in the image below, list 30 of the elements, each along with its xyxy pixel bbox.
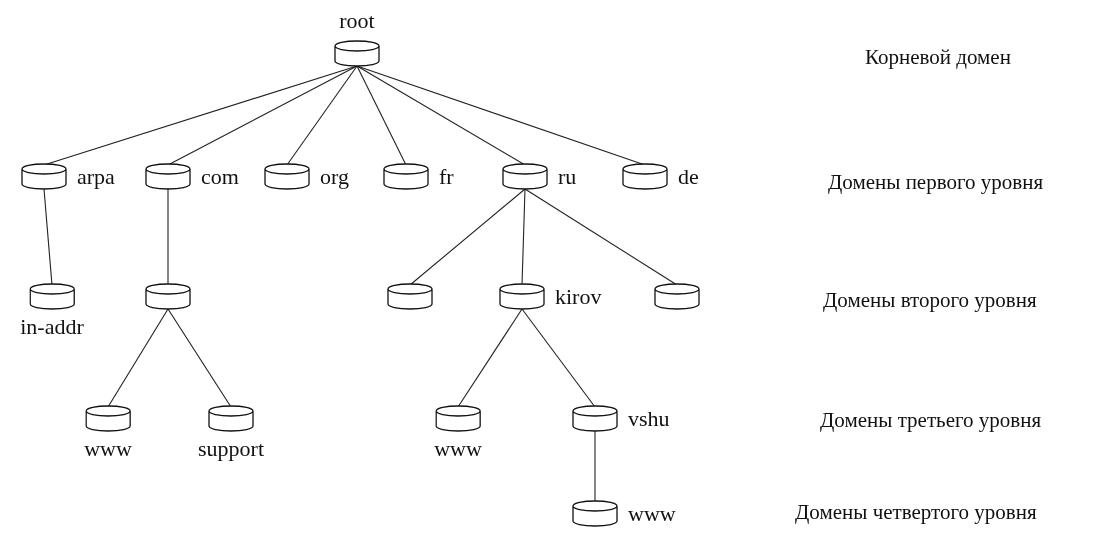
level-label: Корневой домен xyxy=(865,44,1011,71)
tree-line xyxy=(167,308,232,408)
tree-line xyxy=(457,308,523,408)
tree-line xyxy=(521,188,526,286)
domain-name: ru xyxy=(558,165,577,188)
level-label: Домены третьего уровня xyxy=(820,407,1042,434)
tree-line xyxy=(43,188,53,286)
domain-name: arpa xyxy=(77,165,115,188)
domain-name: support xyxy=(198,438,264,460)
level-label: Домены четвертого уровня xyxy=(795,499,1037,526)
tree-line xyxy=(409,188,526,286)
domain-name: kirov xyxy=(555,285,602,308)
domain-name: de xyxy=(678,165,699,188)
level-label: Домены первого уровня xyxy=(828,169,1044,196)
domain-name: root xyxy=(339,10,375,32)
tree-line xyxy=(107,308,169,408)
tree-line xyxy=(286,65,358,166)
domain-name: com xyxy=(201,165,239,188)
tree-line xyxy=(356,65,407,166)
domain-name: fr xyxy=(439,165,454,188)
domain-name: www xyxy=(628,502,676,525)
domain-name: www xyxy=(84,438,132,460)
domain-name: vshu xyxy=(628,407,670,430)
domain-name: www xyxy=(434,438,482,460)
tree-line xyxy=(167,188,169,286)
domain-name: org xyxy=(320,165,349,188)
tree-line xyxy=(594,430,596,503)
domain-name: in-addr xyxy=(20,316,84,338)
tree-line xyxy=(521,308,596,408)
level-label: Домены второго уровня xyxy=(823,287,1037,314)
